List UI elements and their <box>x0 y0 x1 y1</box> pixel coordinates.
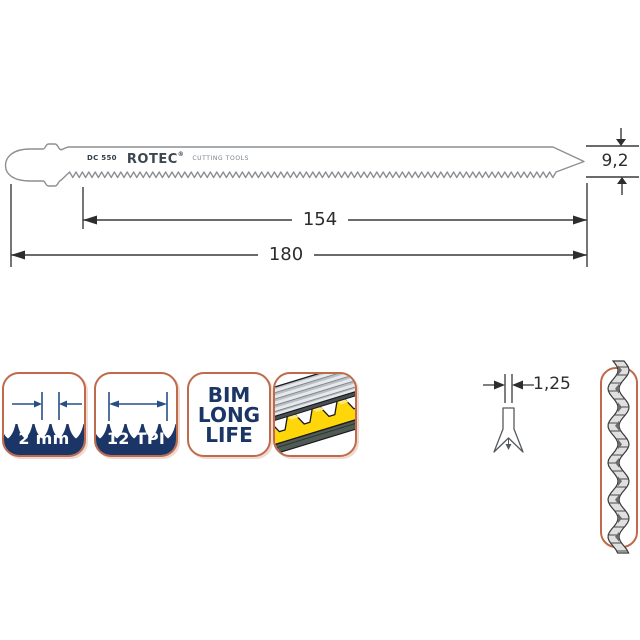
arrow-right-icon <box>34 400 42 408</box>
arrow-left-icon <box>83 215 97 225</box>
brand-tagline: CUTTING TOOLS <box>192 155 250 162</box>
wavy-set-edge-profile-icon <box>600 360 638 554</box>
arrow-left-icon <box>109 400 119 408</box>
arrow-down-icon <box>505 444 512 450</box>
blade-model-code: DC 550 <box>87 154 117 162</box>
tooth-count-label: 12 TPI <box>106 429 166 448</box>
tooth-cross-section-icon <box>493 407 524 453</box>
dimension-blade-width <box>586 128 639 195</box>
badge-target-material <box>273 372 357 457</box>
thickness-value: 1,25 <box>533 374 571 394</box>
dimension-thickness <box>483 374 534 403</box>
badge-tooth-pitch: 2 mm <box>2 372 86 457</box>
tooth-length-value: 154 <box>292 209 348 231</box>
badge-material-type: BIM LONG LIFE <box>187 372 271 457</box>
tooth-pitch-icon <box>4 392 84 455</box>
sandwich-panel-icon <box>275 374 355 455</box>
arrow-right-icon <box>494 380 505 390</box>
arrow-right-icon <box>573 250 587 260</box>
total-length-value: 180 <box>258 244 314 266</box>
jigsaw-blade-icon <box>4 143 585 187</box>
tpi-icon <box>96 392 176 455</box>
arrow-left-icon <box>512 380 523 390</box>
arrow-left-icon <box>11 250 25 260</box>
material-line-3: LIFE <box>205 422 253 447</box>
badge-tooth-count: 12 TPI <box>94 372 178 457</box>
blade-width-value: 9,2 <box>601 151 629 171</box>
material-line-1: BIM <box>207 382 251 407</box>
arrow-up-icon <box>617 177 627 184</box>
arrow-right-icon <box>157 400 167 408</box>
arrow-down-icon <box>616 139 626 146</box>
registered-mark: ® <box>177 151 185 158</box>
arrow-right-icon <box>573 215 587 225</box>
blade-print: DC 550 ROTEC® CUTTING TOOLS <box>87 148 250 167</box>
brand-logo: ROTEC® <box>126 151 185 167</box>
tooth-pitch-label: 2 mm <box>18 429 70 448</box>
arrow-left-icon <box>59 400 67 408</box>
material-line-2: LONG <box>197 402 261 427</box>
